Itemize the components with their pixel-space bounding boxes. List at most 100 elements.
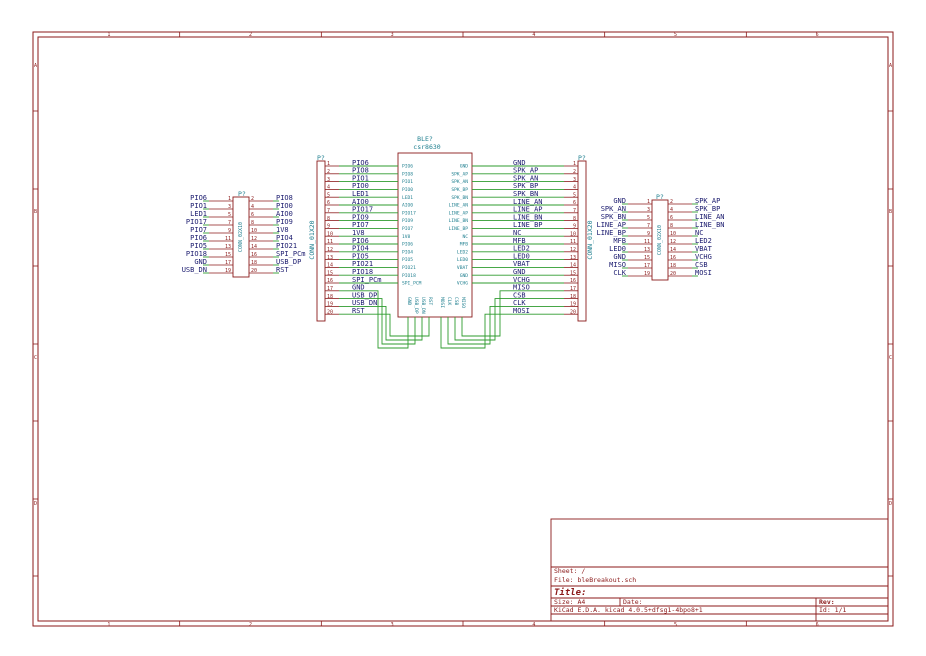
ble-pin-right-label: NC bbox=[462, 234, 468, 240]
zone-col-top: 3 bbox=[391, 32, 394, 38]
net-label: USB_DP bbox=[276, 258, 301, 266]
net-label: LINE_BN bbox=[513, 213, 543, 221]
net-label: PIO4 bbox=[352, 245, 369, 253]
ble-pin-left-label: SPI_PCM bbox=[402, 281, 422, 287]
net-label: PIO5 bbox=[190, 242, 207, 250]
header-pin-number: 2 bbox=[670, 199, 673, 205]
ble-pin-right-label: SPK_AP bbox=[451, 171, 468, 177]
net-label: PIO7 bbox=[190, 226, 207, 234]
header-pin-number: 5 bbox=[647, 215, 650, 221]
header-pin-number: 5 bbox=[228, 212, 231, 218]
header-pin-number: 14 bbox=[670, 247, 676, 253]
net-label: USB_DN bbox=[182, 266, 207, 274]
net-label: NC bbox=[695, 229, 703, 237]
net-label: PIO4 bbox=[276, 234, 293, 242]
net-label: VCHG bbox=[513, 276, 530, 284]
conn-pin-number: 15 bbox=[327, 270, 333, 276]
ble-pin-right-label: VBAT bbox=[457, 265, 468, 271]
net-label: PIO0 bbox=[276, 202, 293, 210]
conn-pin-number: 13 bbox=[327, 255, 333, 261]
zone-col-bottom: 3 bbox=[391, 622, 394, 628]
ble-pin-left-label: PIO5 bbox=[402, 257, 413, 263]
net-label: PIO8 bbox=[276, 194, 293, 202]
net-label: PIO8 bbox=[352, 167, 369, 175]
net-label: GND bbox=[613, 197, 626, 205]
header-pin-number: 19 bbox=[225, 268, 231, 274]
ble-pin-right-label: GND bbox=[460, 164, 469, 170]
ble-body bbox=[397, 152, 473, 318]
conn-pin-number: 16 bbox=[570, 278, 576, 284]
ble-pin-left-label: PIO1 bbox=[402, 179, 413, 185]
net-label: CLK bbox=[613, 269, 626, 277]
conn-right-value: CONN_01X20 bbox=[586, 220, 594, 259]
wire bbox=[454, 298, 564, 341]
header-a-value: CONN_02X10 bbox=[238, 222, 244, 252]
wire bbox=[339, 298, 416, 345]
ble-pin-right-label: GND bbox=[460, 273, 469, 279]
ble-pin-left-label: PIO9 bbox=[402, 218, 413, 224]
conn-pin-number: 20 bbox=[570, 309, 576, 315]
ble-pin-right-label: LINE_AP bbox=[449, 210, 469, 216]
net-label: SPI_PCm bbox=[352, 276, 382, 284]
header-pin-number: 9 bbox=[228, 228, 231, 234]
header-pin-number: 18 bbox=[670, 263, 676, 269]
conn-pin-number: 18 bbox=[327, 294, 333, 300]
conn-pin-number: 6 bbox=[573, 200, 576, 206]
zone-row-left: D bbox=[34, 501, 37, 507]
net-label: MISO bbox=[609, 261, 626, 269]
header-pin-number: 16 bbox=[670, 255, 676, 261]
ble-pin-right-label: MFB bbox=[460, 242, 469, 248]
ble-pin-bottom-label: CSB bbox=[453, 297, 459, 306]
header-pin-number: 8 bbox=[670, 223, 673, 229]
conn-pin-number: 11 bbox=[327, 239, 333, 245]
header-pin-number: 16 bbox=[251, 252, 257, 258]
zone-col-top: 4 bbox=[532, 32, 535, 38]
header-pin-number: 3 bbox=[228, 204, 231, 210]
conn-pin-number: 4 bbox=[327, 185, 330, 191]
wire bbox=[440, 313, 564, 349]
tb-date: Date: bbox=[623, 598, 643, 606]
conn-right-pins: 1GND2SPK_AP3SPK_AN4SPK_BP5SPK_BN6LINE_AN… bbox=[513, 159, 578, 315]
net-label: 1V8 bbox=[276, 226, 289, 234]
wire bbox=[339, 313, 430, 337]
conn-left-value: CONN_01X20 bbox=[308, 220, 316, 259]
ble-pin-left-label: LED1 bbox=[402, 195, 413, 201]
net-label: SPK_AN bbox=[601, 205, 626, 213]
conn-pin-number: 14 bbox=[327, 263, 333, 269]
net-label: RST bbox=[276, 266, 289, 274]
conn-pin-number: 20 bbox=[327, 309, 333, 315]
ble-pin-left-label: AIO0 bbox=[402, 203, 413, 209]
title-block: Sheet: / File: bleBreakout.sch Title: Si… bbox=[550, 518, 889, 622]
zone-col-top: 5 bbox=[674, 32, 677, 38]
header-b-body bbox=[651, 199, 669, 281]
header-pin-number: 7 bbox=[647, 223, 650, 229]
wire bbox=[447, 305, 564, 345]
header-pin-number: 12 bbox=[251, 236, 257, 242]
net-label: LINE_AP bbox=[513, 206, 543, 214]
net-label: PIO18 bbox=[186, 250, 207, 258]
conn-left-body bbox=[316, 160, 326, 322]
ble-pin-left-label: PIO21 bbox=[402, 265, 416, 271]
net-label: LINE_AN bbox=[513, 198, 543, 206]
conn-pin-number: 8 bbox=[327, 216, 330, 222]
header-pin-number: 2 bbox=[251, 196, 254, 202]
conn-right-body bbox=[577, 160, 587, 322]
net-label: PIO6 bbox=[190, 234, 207, 242]
conn-pin-number: 2 bbox=[327, 169, 330, 175]
ble-pin-left-label: PIO6 bbox=[402, 242, 413, 248]
zone-col-top: 2 bbox=[249, 32, 252, 38]
header-pin-number: 17 bbox=[644, 263, 650, 269]
net-label: CSB bbox=[513, 291, 526, 299]
header-pin-number: 11 bbox=[644, 239, 650, 245]
net-label: SPK_AN bbox=[513, 174, 538, 182]
net-label: LED2 bbox=[513, 245, 530, 253]
ble-pin-left-label: PIO0 bbox=[402, 187, 413, 193]
ble-pin-bottom-label: USB_DN bbox=[420, 297, 426, 314]
header-pin-number: 9 bbox=[647, 231, 650, 237]
conn-pin-number: 19 bbox=[570, 302, 576, 308]
header-pin-number: 10 bbox=[670, 231, 676, 237]
